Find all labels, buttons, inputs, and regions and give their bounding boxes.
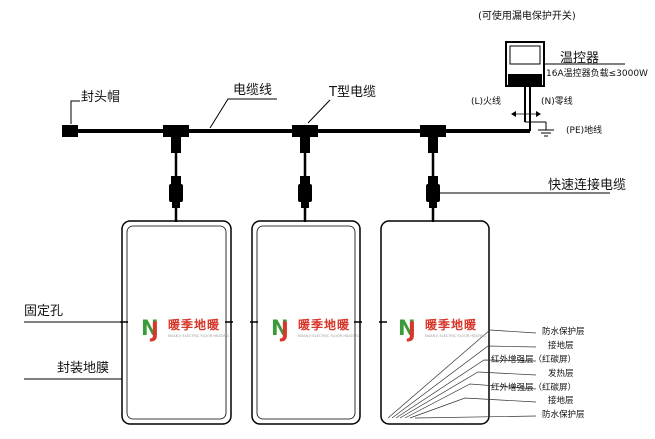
- svg-text:J: J: [406, 318, 416, 342]
- brand-tagline: NUAN JI ELECTRIC FLOOR HEATING: [298, 334, 359, 338]
- packaging-film-label: 封装地膜: [57, 361, 110, 376]
- ground-wire-label: (PE)地线: [566, 126, 603, 136]
- brand-logo-mark-3: N J: [398, 316, 416, 342]
- drop-cable-1: [169, 153, 183, 222]
- leakage-switch-note: (可使用漏电保护开关): [478, 11, 576, 22]
- brand-tagline: NUAN JI ELECTRIC FLOOR HEATING: [168, 334, 229, 338]
- arrow-left-icon: [511, 111, 516, 117]
- brand-name: 暖季地暖: [298, 318, 351, 332]
- svg-text:N: N: [398, 316, 416, 340]
- layer-item: 发热层: [548, 369, 574, 379]
- fixing-hole-label: 固定孔: [24, 304, 64, 319]
- live-wire-label: (L)火线: [471, 97, 502, 107]
- thermostat-label: 温控器: [560, 51, 600, 66]
- quick-connect-label: 快速连接电缆: [548, 178, 627, 193]
- leader-lines: [24, 63, 625, 380]
- brand-block-2: 暖季地暖 NUAN JI ELECTRIC FLOOR HEATING: [298, 316, 359, 338]
- brand-block-1: 暖季地暖 NUAN JI ELECTRIC FLOOR HEATING: [168, 316, 229, 338]
- brand-name: 暖季地暖: [425, 318, 478, 332]
- t-connector-1: [163, 125, 189, 153]
- drop-cable-3: [426, 153, 440, 222]
- brand-block-3: 暖季地暖 NUAN JI ELECTRIC FLOOR HEATING: [425, 316, 486, 338]
- brand-tagline: NUAN JI ELECTRIC FLOOR HEATING: [425, 334, 486, 338]
- brand-logo-mark-2: N J: [271, 316, 289, 342]
- heating-panel-1: [120, 220, 233, 425]
- brand-logo-mark-1: N J: [141, 316, 159, 342]
- drop-cable-2: [298, 153, 312, 222]
- end-cap: [62, 125, 78, 137]
- layer-item: 接地层: [548, 341, 574, 351]
- layer-item: 防水保护层: [542, 327, 585, 337]
- t-cable-label: T型电缆: [329, 85, 376, 100]
- t-connector-3: [420, 125, 446, 153]
- brand-name: 暖季地暖: [168, 318, 221, 332]
- svg-text:J: J: [149, 318, 159, 342]
- thermostat-device: [505, 41, 554, 137]
- layer-item: 防水保护层: [542, 410, 585, 420]
- svg-text:J: J: [279, 318, 289, 342]
- heating-panel-3: [379, 220, 490, 425]
- thermostat-load: 16A温控器负载≤3000W: [546, 69, 648, 79]
- t-connector-2: [292, 125, 318, 153]
- neutral-wire-label: (N)零线: [541, 97, 573, 107]
- layer-item: 接地层: [548, 396, 574, 406]
- svg-text:N: N: [141, 316, 159, 340]
- arrow-right-icon: [536, 111, 541, 117]
- svg-text:N: N: [271, 316, 289, 340]
- layer-item: 红外增强层（红碳屏）: [491, 383, 577, 393]
- layer-item: 红外增强层（红碳屏）: [491, 355, 577, 365]
- layer-fan-lines: [387, 329, 537, 419]
- cable-line-label: 电缆线: [233, 83, 273, 98]
- end-cap-label: 封头帽: [81, 90, 121, 105]
- heating-panel-2: [250, 220, 362, 425]
